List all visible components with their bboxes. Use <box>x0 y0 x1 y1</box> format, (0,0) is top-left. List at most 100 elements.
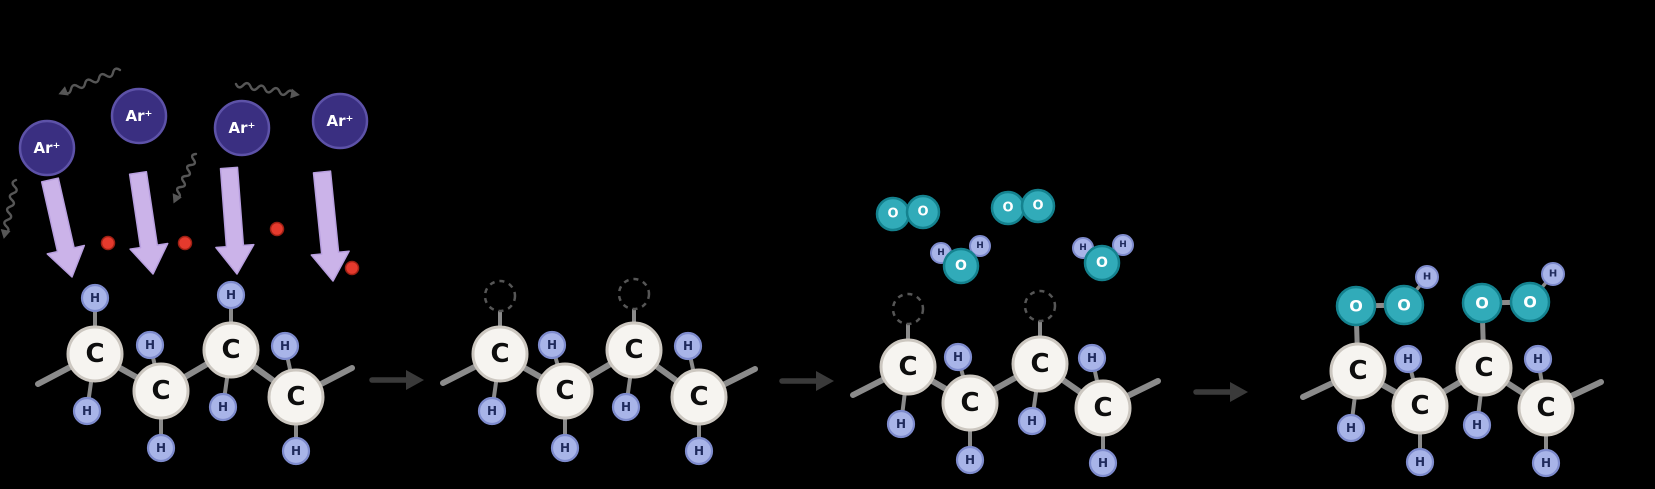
hydrogen-atom-label: H <box>976 241 984 251</box>
hydrogen-atom-circle <box>684 436 714 466</box>
hydrogen-atom-circle <box>216 280 246 310</box>
squiggle-path <box>174 152 198 200</box>
carbon-atom-label: C <box>1474 353 1493 383</box>
argon-ion-label: Ar⁺ <box>229 119 256 137</box>
oxygen-atom-label: O <box>1523 293 1537 312</box>
carbon-atom-label: C <box>1410 391 1429 421</box>
oxygen-atom-label: O <box>1397 296 1411 315</box>
hydrogen-atom-circle <box>208 392 238 422</box>
hydrogen-atom: H <box>943 342 973 372</box>
electron-dot <box>100 235 116 251</box>
hydrogen-atom-label: H <box>156 441 166 455</box>
hydrogen-atom-circle <box>537 330 567 360</box>
carbon-atom-circle <box>1329 342 1387 400</box>
carbon-atom-circle <box>1517 379 1575 437</box>
oxygen-atom-label: O <box>917 205 928 220</box>
carbon-atom: C <box>1517 379 1575 437</box>
carbon-atom-circle <box>879 338 937 396</box>
hydrogen-atom-label: H <box>683 339 693 353</box>
carbon-atom-label: C <box>490 339 509 369</box>
oxygen-atom-circle <box>905 194 941 230</box>
squiggle-path <box>62 67 122 95</box>
hydrogen-atom: H <box>146 433 176 463</box>
hydrogen-atom-circle <box>1336 413 1366 443</box>
hydrogen-atom-circle <box>72 396 102 426</box>
hydrogen-atom-circle <box>135 330 165 360</box>
squiggle-arrowhead <box>58 86 69 96</box>
ion-beam-arrow <box>310 170 350 282</box>
hydrogen-atom-circle <box>477 396 507 426</box>
hydrogen-atom-label: H <box>1472 418 1482 432</box>
hydrogen-atom: H <box>477 396 507 426</box>
squiggle-path <box>234 81 296 97</box>
squiggle-arrowhead <box>0 229 11 239</box>
oxygen-atom-circle <box>1509 281 1551 323</box>
hydrogen-atom-circle <box>1393 344 1423 374</box>
ion-beam-arrow <box>215 166 255 275</box>
hydrogen-atom-circle <box>1531 448 1561 478</box>
hydrogen-atom-circle <box>1088 448 1118 478</box>
carbon-atom-circle <box>202 321 260 379</box>
hydrogen-atom: H <box>1462 410 1492 440</box>
carbon-atom-circle <box>132 362 190 420</box>
hydrogen-atom-circle <box>1541 262 1565 286</box>
hydrogen-atom-label: H <box>896 417 906 431</box>
hydrogen-atom-circle <box>146 433 176 463</box>
carbon-atom-circle <box>536 362 594 420</box>
hydrogen-atom: H <box>72 396 102 426</box>
hydrogen-atom-circle <box>1405 447 1435 477</box>
electron-dot <box>177 235 193 251</box>
hydrogen-atom: H <box>1405 447 1435 477</box>
carbon-atom-circle <box>670 368 728 426</box>
energy-wave-squiggle <box>0 178 18 239</box>
hydrogen-atom-label: H <box>291 444 301 458</box>
carbon-atom-label: C <box>221 335 240 365</box>
hydrogen-atom-label: H <box>560 441 570 455</box>
hydrogen-atom-label: H <box>1027 414 1037 428</box>
hydrogen-atom-circle <box>955 445 985 475</box>
squiggle-arrowhead <box>290 88 300 99</box>
energy-wave-squiggle <box>172 152 198 204</box>
hydrogen-atom: H <box>208 392 238 422</box>
argon-ion-label: Ar⁺ <box>327 112 354 130</box>
radical-site-dashed-circle <box>891 292 925 326</box>
hydrogen-atom-label: H <box>82 404 92 418</box>
hydrogen-atom-circle <box>1077 343 1107 373</box>
hydrogen-atom: H <box>270 331 300 361</box>
carbon-atom-circle <box>1455 339 1513 397</box>
carbon-atom: C <box>1074 379 1132 437</box>
oxygen-atom-circle <box>942 247 980 285</box>
squiggle-arrowhead <box>172 193 182 204</box>
hydrogen-atom: H <box>1088 448 1118 478</box>
carbon-atom: C <box>879 338 937 396</box>
carbon-atom-label: C <box>555 376 574 406</box>
hydrogen-atom: H <box>281 436 311 466</box>
carbon-atom-label: C <box>960 388 979 418</box>
hydrogen-atom-label: H <box>1423 272 1431 283</box>
hydrogen-atom-circle <box>611 392 641 422</box>
hydrogen-atom: H <box>684 436 714 466</box>
carbon-atom: C <box>132 362 190 420</box>
hydrogen-atom-label: H <box>1098 456 1108 470</box>
hydrogen-atom-label: H <box>1087 351 1097 365</box>
hydrogen-atom-label: H <box>1079 243 1087 253</box>
hydrogen-atom: H <box>135 330 165 360</box>
step-arrow <box>369 370 424 390</box>
hydrogen-atom: H <box>611 392 641 422</box>
step-arrow <box>779 371 834 391</box>
carbon-atom: C <box>1391 377 1449 435</box>
hydrogen-atom-circle <box>281 436 311 466</box>
hydrogen-atom: H <box>955 445 985 475</box>
carbon-atom: C <box>471 325 529 383</box>
hydrogen-atom-label: H <box>1541 456 1551 470</box>
water-molecule: HHO <box>930 235 991 285</box>
oxygen-atom-circle <box>1335 285 1377 327</box>
carbon-atom-label: C <box>151 376 170 406</box>
